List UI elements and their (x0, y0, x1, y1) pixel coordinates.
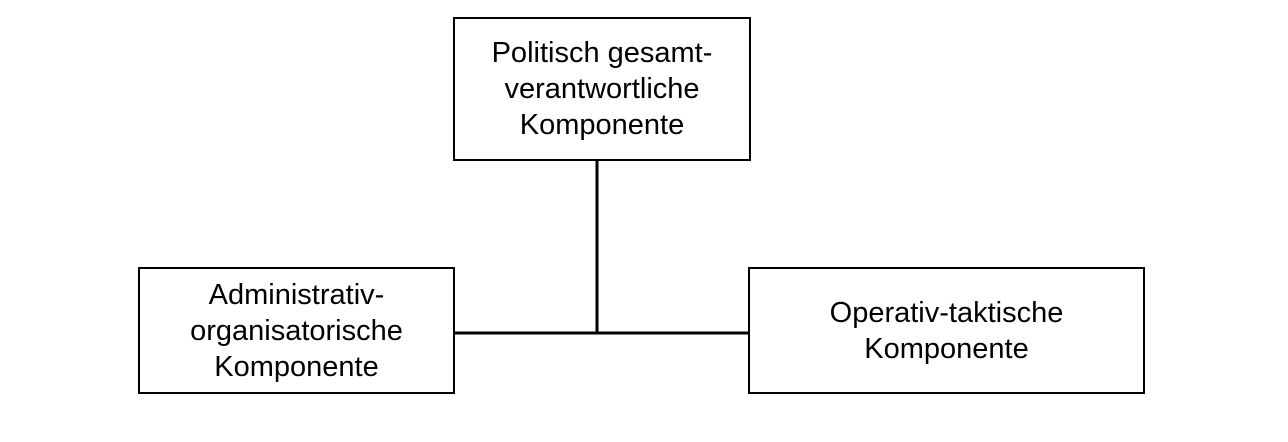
operative-label-line-2: Komponente (864, 332, 1029, 365)
administrative-component-label: Administrativ- organisatorische Komponen… (190, 277, 403, 385)
administrative-label-line-1: Administrativ- (208, 278, 385, 311)
operative-component-box: Operativ-taktische Komponente (748, 267, 1145, 394)
political-component-label: Politisch gesamt- verantwortliche Kompon… (492, 35, 713, 143)
political-label-line-3: Komponente (519, 109, 685, 141)
political-component-box: Politisch gesamt- verantwortliche Kompon… (453, 17, 751, 161)
operative-label-line-1: Operativ-taktische (829, 296, 1064, 329)
political-label-line-1: Politisch gesamt- (491, 37, 713, 69)
political-label-line-2: verantwortliche (504, 73, 700, 105)
administrative-component-box: Administrativ- organisatorische Komponen… (138, 267, 455, 394)
administrative-label-line-2: organisatorische (190, 314, 403, 347)
operative-component-label: Operativ-taktische Komponente (830, 295, 1064, 367)
administrative-label-line-3: Komponente (214, 350, 379, 383)
